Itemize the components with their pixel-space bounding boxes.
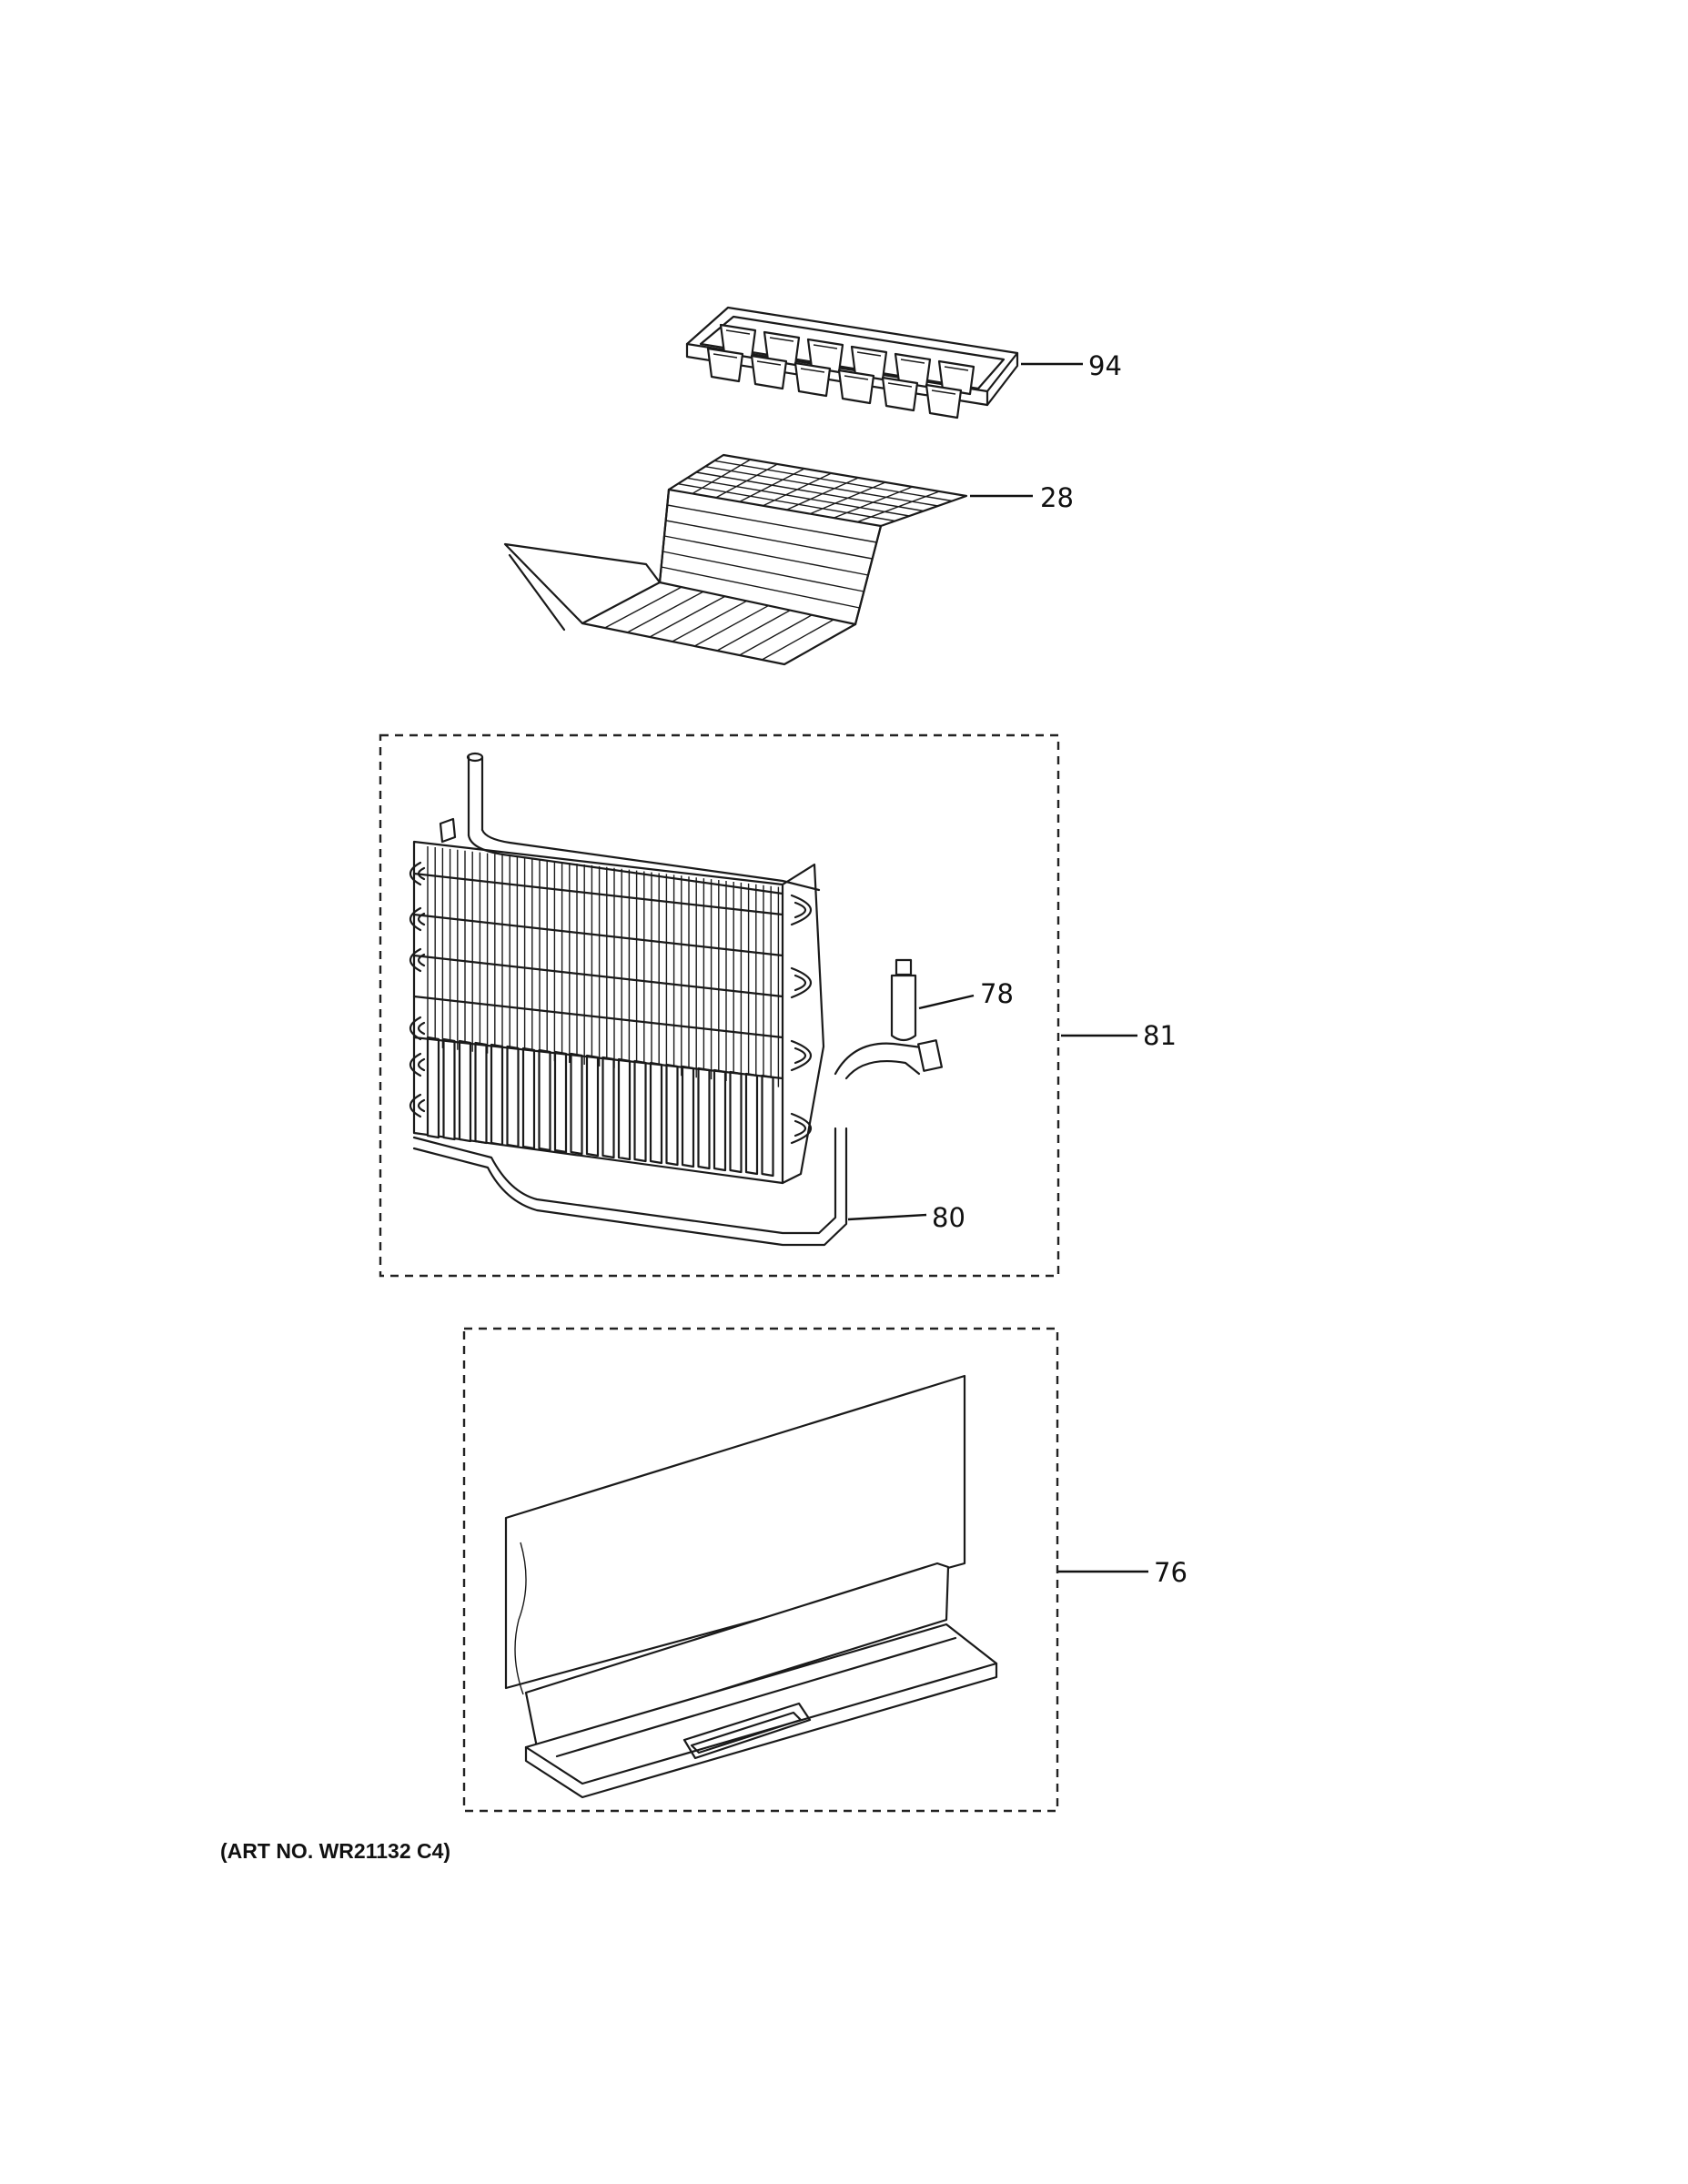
defrost-thermostat-leader — [918, 994, 975, 1010]
ice-tray-callout: 94 — [1088, 350, 1122, 381]
ice-tray-illustration — [685, 306, 1019, 420]
defrost-thermostat-illustration — [890, 958, 917, 1042]
evaporator-assembly-callout: 81 — [1143, 1020, 1177, 1051]
defrost-heater-callout: 80 — [932, 1202, 965, 1233]
defrost-heater-leader — [847, 1213, 927, 1221]
drain-pan-illustration — [504, 1374, 998, 1799]
drain-pan-assembly-box — [462, 1327, 1059, 1813]
drain-pan-assembly-callout: 76 — [1154, 1557, 1188, 1588]
ice-tray-shelf-illustration — [503, 453, 968, 666]
art-number: (ART NO. WR21132 C4) — [220, 1839, 450, 1863]
evaporator-illustration — [409, 752, 944, 1247]
evaporator-assembly-box — [379, 733, 1060, 1278]
defrost-thermostat-callout: 78 — [980, 978, 1014, 1009]
ice-tray-shelf-callout: 28 — [1040, 482, 1074, 513]
